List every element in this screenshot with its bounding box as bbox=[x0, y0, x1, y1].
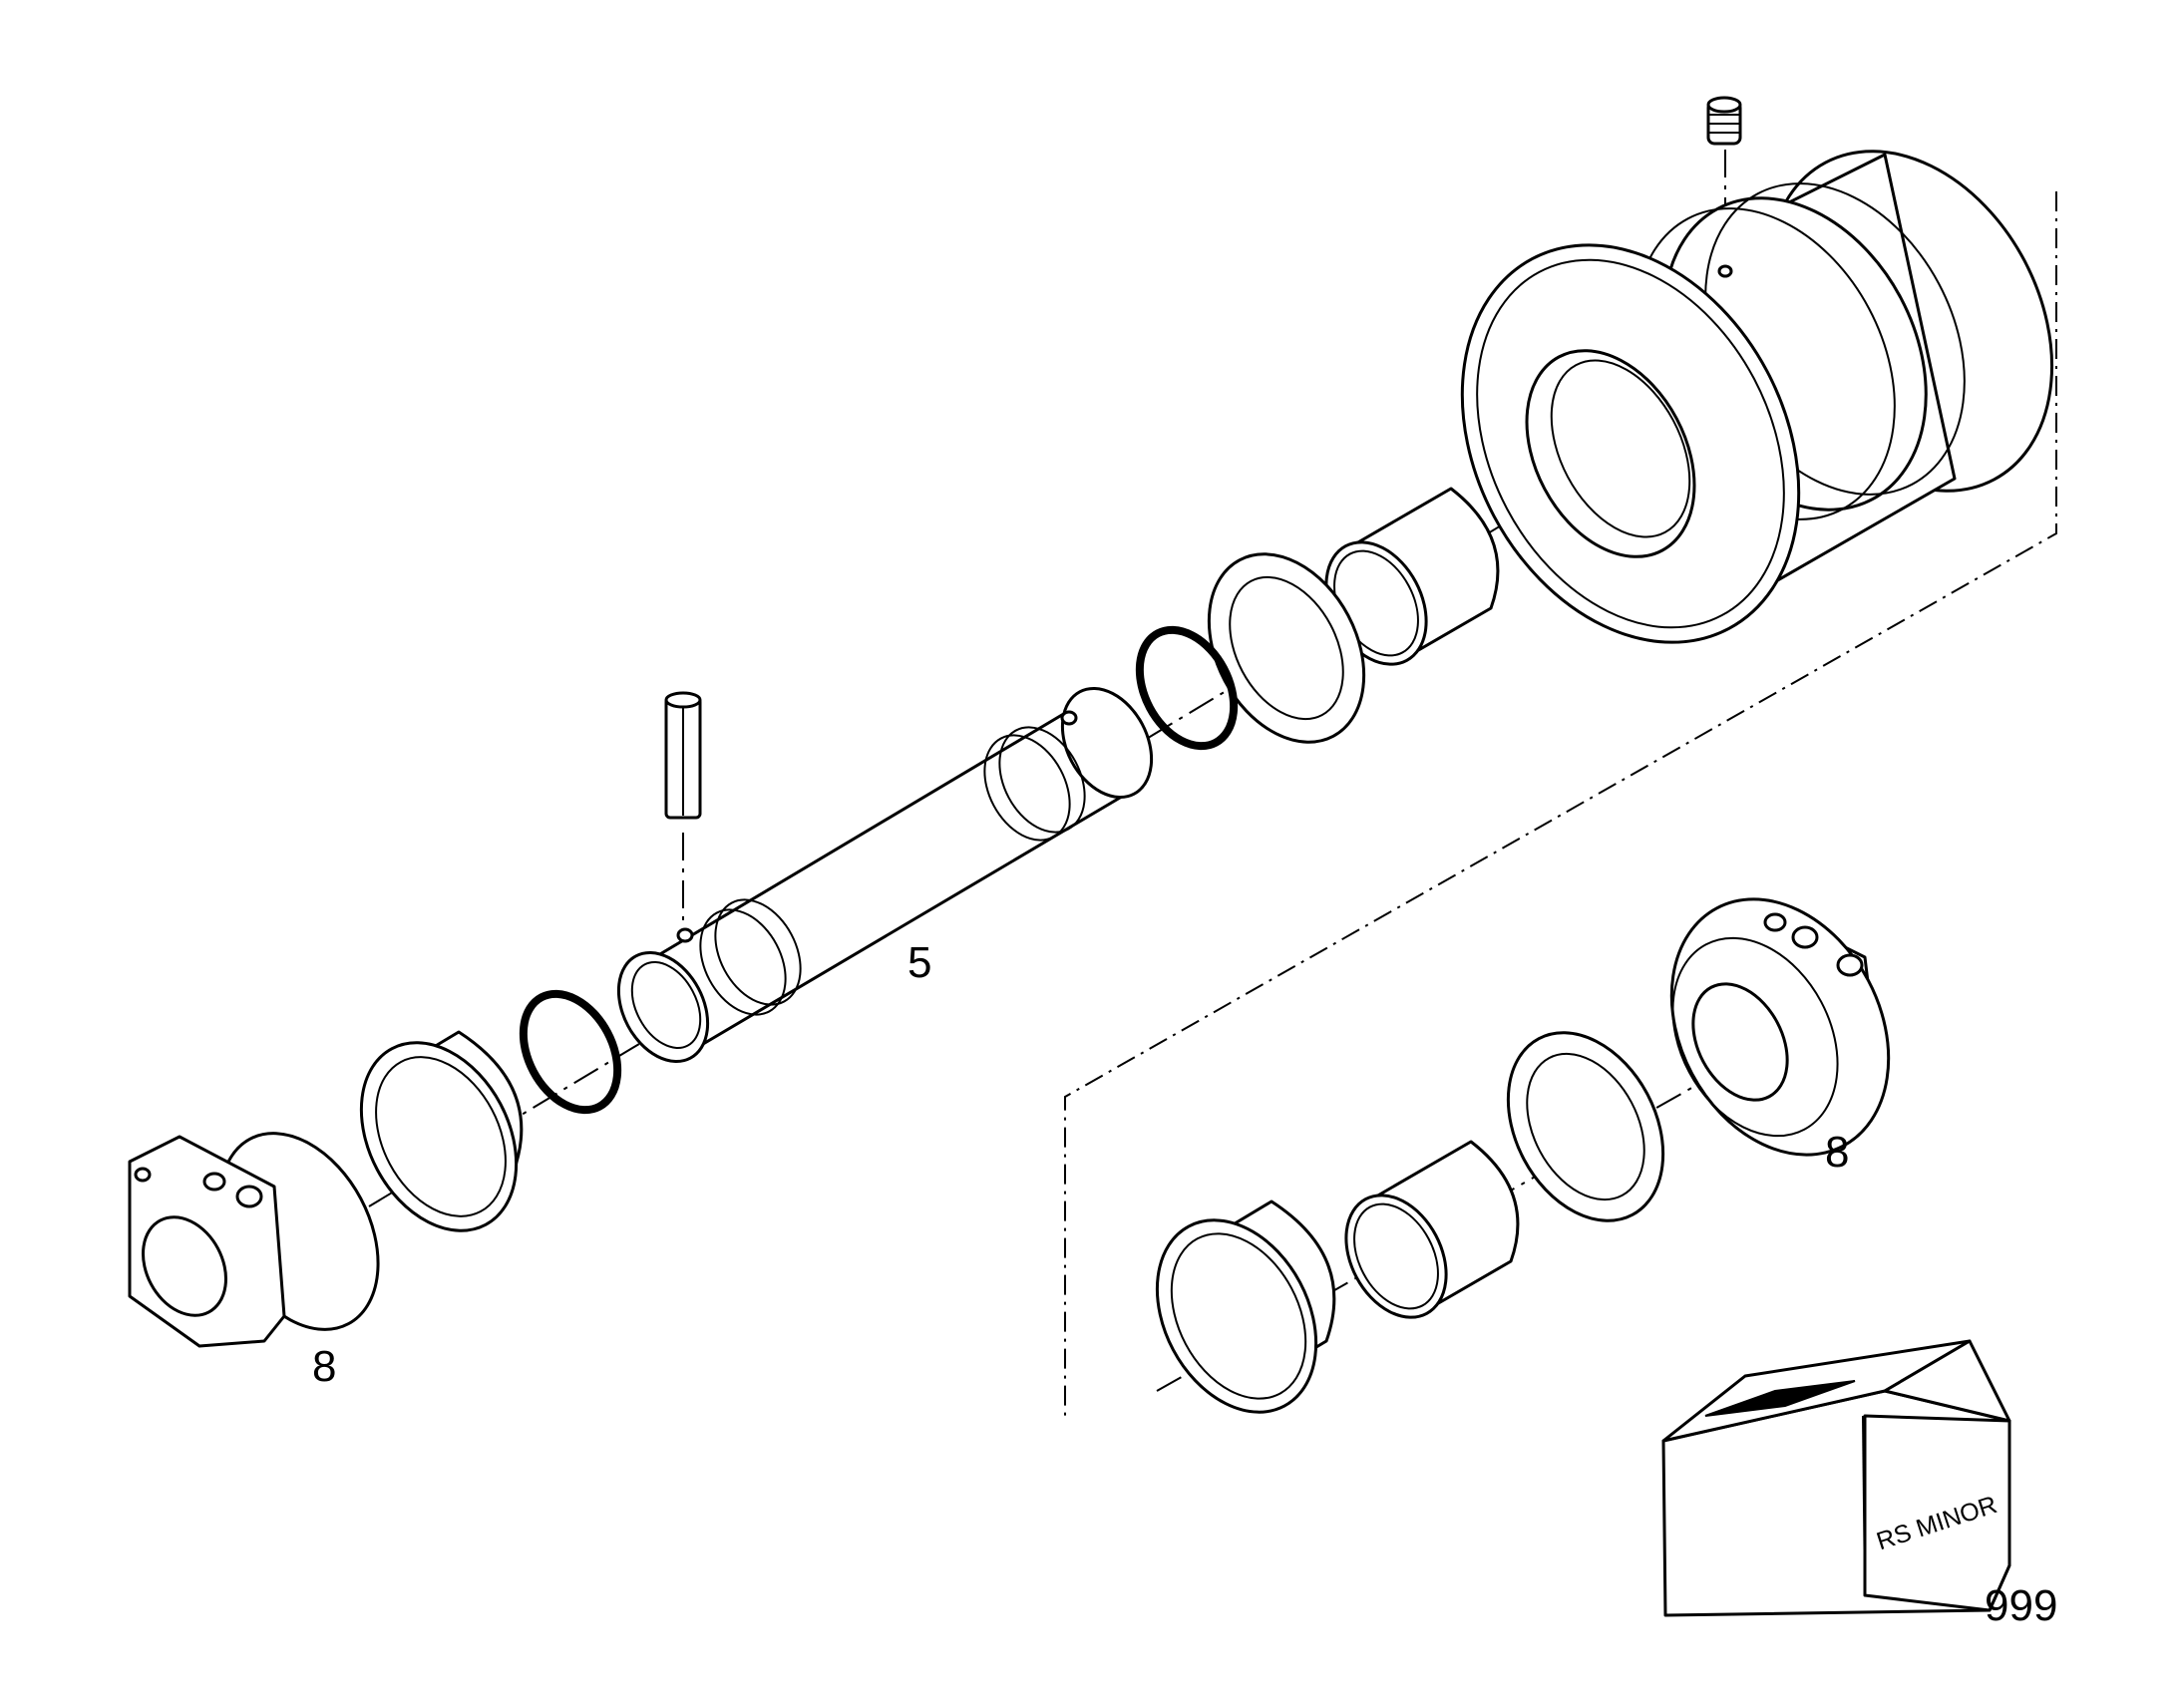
roll-pin bbox=[664, 691, 702, 820]
o-ring-left bbox=[519, 989, 622, 1115]
set-screw bbox=[1706, 96, 1742, 146]
callout-collar-right: 8 bbox=[1825, 1128, 1849, 1177]
roller-wheel bbox=[1460, 150, 2054, 644]
kit-box: RS MINOR bbox=[1661, 1339, 2011, 1617]
callout-shaft: 5 bbox=[908, 938, 931, 987]
washer-lower bbox=[1506, 1031, 1665, 1222]
collar-left bbox=[128, 1132, 380, 1348]
o-ring-upper bbox=[1135, 625, 1239, 751]
seal-lower bbox=[1155, 1199, 1336, 1414]
callout-kit: 999 bbox=[1985, 1581, 2057, 1630]
shaft bbox=[616, 686, 1154, 1064]
collar-right bbox=[1669, 897, 1891, 1157]
bushing-lower bbox=[1344, 1140, 1520, 1319]
seal-left bbox=[359, 1030, 524, 1232]
callout-collar-left: 8 bbox=[312, 1342, 336, 1391]
washer-upper bbox=[1207, 552, 1366, 744]
